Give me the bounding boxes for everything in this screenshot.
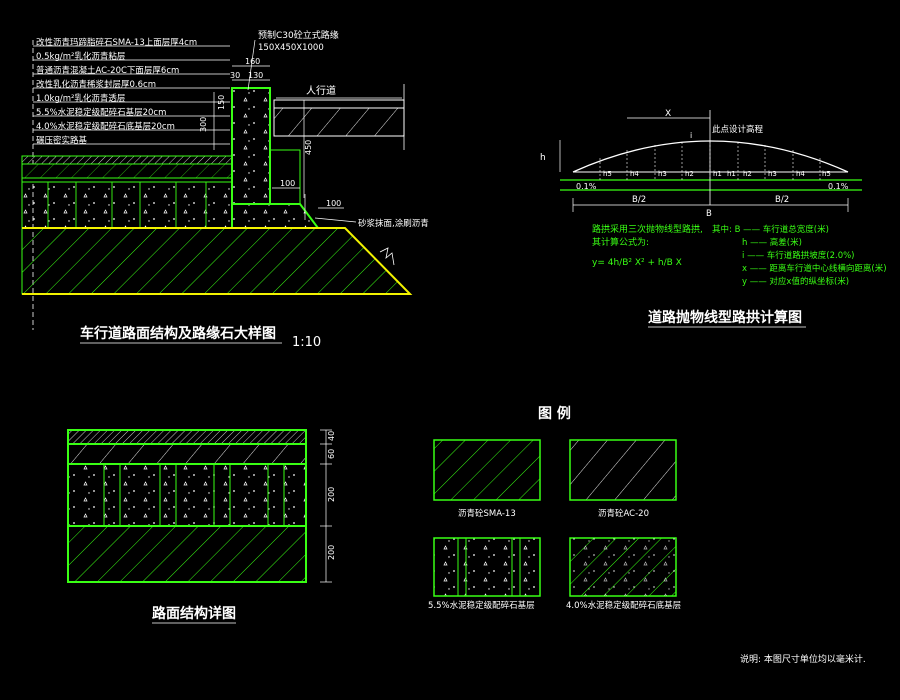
tick-label: h2 xyxy=(685,170,694,178)
legend-title: 图 例 xyxy=(538,405,571,422)
label-b: B xyxy=(706,209,712,219)
legend-line-2: h —— 高差(米) xyxy=(742,237,802,248)
label-b2-right: B/2 xyxy=(775,195,789,205)
dim-130: 130 xyxy=(248,71,263,80)
legend-swatch-sma xyxy=(433,439,541,501)
tick-label: h1 xyxy=(727,170,736,178)
dim-300: 300 xyxy=(199,117,208,132)
struct-dim-40: 40 xyxy=(327,431,336,441)
layer-label-8: 碾压密实路基 xyxy=(36,135,88,146)
dim-160: 160 xyxy=(245,57,260,66)
legend-line-5: y —— 对应x值的纵坐标(米) xyxy=(742,276,849,287)
struct-subbase xyxy=(67,525,307,583)
subgrade-outline xyxy=(22,227,413,295)
layer-label-stack: 改性沥青玛蹄脂碎石SMA-13上面层厚4cm 0.5kg/m²乳化沥青粘层 普通… xyxy=(32,37,230,330)
tick-label: h4 xyxy=(796,170,805,178)
curb-size: 150X450X1000 xyxy=(258,43,324,53)
curb-dimensions xyxy=(213,65,344,220)
detail2-title: 道路抛物线型路拱计算图 xyxy=(648,309,802,326)
tick-label: h5 xyxy=(822,170,831,178)
legend-swatch-base xyxy=(433,537,541,597)
detail1-title: 车行道路面结构及路缘石大样图 xyxy=(80,325,276,342)
layer-label-4: 改性乳化沥青稀浆封层厚0.6cm xyxy=(36,79,156,90)
legend-label-base: 5.5%水泥稳定级配碎石基层 xyxy=(428,600,535,611)
tick-label: h4 xyxy=(630,170,639,178)
curb-label: 预制C30砼立式路缘 xyxy=(258,29,339,41)
surface-layer xyxy=(21,155,233,165)
formula: y= 4h/B² X² + h/B X xyxy=(592,258,682,268)
legend-line-3: i —— 车行道路拱坡度(2.0%) xyxy=(742,250,855,261)
slope-right: 0.1% xyxy=(828,182,849,191)
design-elev-label: 此点设计高程 xyxy=(712,124,764,135)
label-i: i xyxy=(690,131,692,140)
legend-label-subbase: 4.0%水泥稳定级配碎石底基层 xyxy=(566,600,681,611)
layer-label-6: 5.5%水泥稳定级配碎石基层20cm xyxy=(36,107,166,118)
detail-parabolic-crown: X h i 此点设计高程 0.1% 0.1% B/2 B/2 B h5 h4 h… xyxy=(540,109,887,328)
struct-sma xyxy=(67,429,307,445)
layer-label-1: 改性沥青玛蹄脂碎石SMA-13上面层厚4cm xyxy=(36,37,197,48)
tick-label: h5 xyxy=(603,170,612,178)
legend-label-sma: 沥青砼SMA-13 xyxy=(458,508,516,519)
tick-label: h2 xyxy=(743,170,752,178)
legend-line-4: x —— 距离车行道中心线横向距离(米) xyxy=(742,263,887,274)
layer-label-2: 0.5kg/m²乳化沥青粘层 xyxy=(36,51,125,62)
base-layer xyxy=(21,181,233,229)
detail-pavement-curb: 改性沥青玛蹄脂碎石SMA-13上面层厚4cm 0.5kg/m²乳化沥青粘层 普通… xyxy=(21,29,429,350)
label-h: h xyxy=(540,153,546,163)
label-x: X xyxy=(665,109,671,119)
crown-curve xyxy=(572,140,849,173)
detail3-title: 路面结构详图 xyxy=(152,605,236,622)
dim-100-a: 100 xyxy=(280,179,295,188)
backfill-label: 砂浆抹面,涂刷沥青 xyxy=(358,218,429,229)
tick-label: h3 xyxy=(768,170,777,178)
dim-450: 450 xyxy=(304,140,313,155)
legend-label-ac: 沥青砼AC-20 xyxy=(598,508,649,519)
detail1-scale: 1:10 xyxy=(292,335,321,350)
note: 说明: 本图尺寸单位均以毫米计. xyxy=(740,653,866,665)
formula-intro-2: 其计算公式为: xyxy=(592,236,649,248)
struct-ac xyxy=(67,443,307,465)
struct-dim-200a: 200 xyxy=(327,487,336,502)
layer-label-3: 普通沥青混凝土AC-20C下面层厚6cm xyxy=(36,65,179,76)
tick-label: h3 xyxy=(658,170,667,178)
legend-swatch-ac xyxy=(569,439,677,501)
legend: 图 例 沥青砼SMA-13 沥青砼AC-20 5.5%水泥稳定级配碎石基层 4.… xyxy=(428,405,681,611)
subbase-layer xyxy=(21,227,412,295)
layer-label-5: 1.0kg/m²乳化沥青透层 xyxy=(36,93,125,104)
dim-150: 150 xyxy=(217,95,226,110)
seal-layer xyxy=(21,177,233,183)
curb-stone xyxy=(231,87,271,205)
struct-dim-60: 60 xyxy=(327,449,336,459)
label-b2-left: B/2 xyxy=(632,195,646,205)
detail-structure: 40 60 200 200 路面结构详图 xyxy=(67,429,336,624)
layer-label-7: 4.0%水泥稳定级配碎石底基层20cm xyxy=(36,121,175,132)
dim-100-b: 100 xyxy=(326,199,341,208)
struct-dim-200b: 200 xyxy=(327,545,336,560)
tick-label: h1 xyxy=(713,170,722,178)
formula-intro-1: 路拱采用三次抛物线型路拱, xyxy=(592,223,703,235)
slope-left: 0.1% xyxy=(576,182,597,191)
sidewalk-label: 人行道 xyxy=(306,84,336,97)
legend-line-1: 其中: B —— 车行道总宽度(米) xyxy=(712,224,829,235)
dim-30: 30 xyxy=(230,71,240,80)
sidewalk xyxy=(273,107,405,137)
